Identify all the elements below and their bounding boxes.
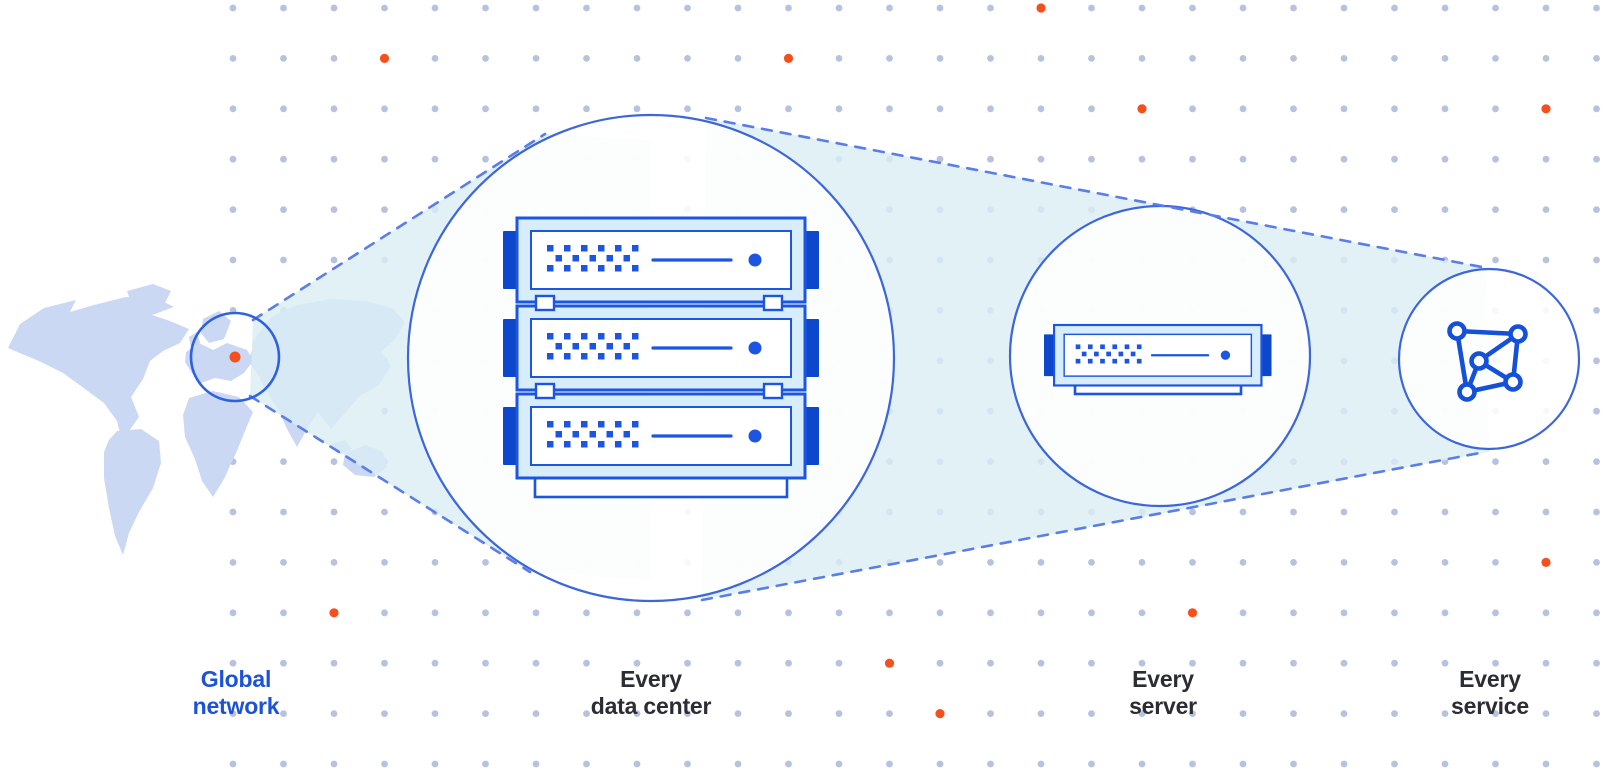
label-line: Every xyxy=(1132,666,1194,692)
label-line: data center xyxy=(590,693,712,719)
label-line: Every xyxy=(1459,666,1521,692)
dashed-zoom-lines xyxy=(248,116,1489,602)
label-line: Global xyxy=(200,666,272,692)
map-south-america xyxy=(104,429,161,555)
map-iceland xyxy=(166,328,180,341)
label-every-service: Every service xyxy=(1451,666,1529,720)
label-line: server xyxy=(1129,693,1197,719)
label-line: service xyxy=(1451,693,1529,719)
service-circle xyxy=(1397,267,1581,451)
world-map-location-marker-icon xyxy=(229,351,241,363)
network-mesh-icon xyxy=(1447,321,1528,402)
label-every-server: Every server xyxy=(1129,666,1197,720)
map-greenland xyxy=(127,284,171,311)
label-line: Every xyxy=(620,666,682,692)
server-rack-connectors xyxy=(534,294,784,400)
label-line: network xyxy=(192,693,280,719)
label-every-data-center: Every data center xyxy=(591,666,712,720)
map-highlight-circle xyxy=(189,311,281,403)
server-stack xyxy=(501,216,821,480)
map-africa xyxy=(183,391,253,497)
server-rack-icon xyxy=(501,216,821,499)
label-global-network: Global network xyxy=(193,666,280,720)
single-server-icon xyxy=(1042,323,1273,396)
map-scandinavia xyxy=(201,311,231,343)
map-north-america xyxy=(8,297,189,456)
